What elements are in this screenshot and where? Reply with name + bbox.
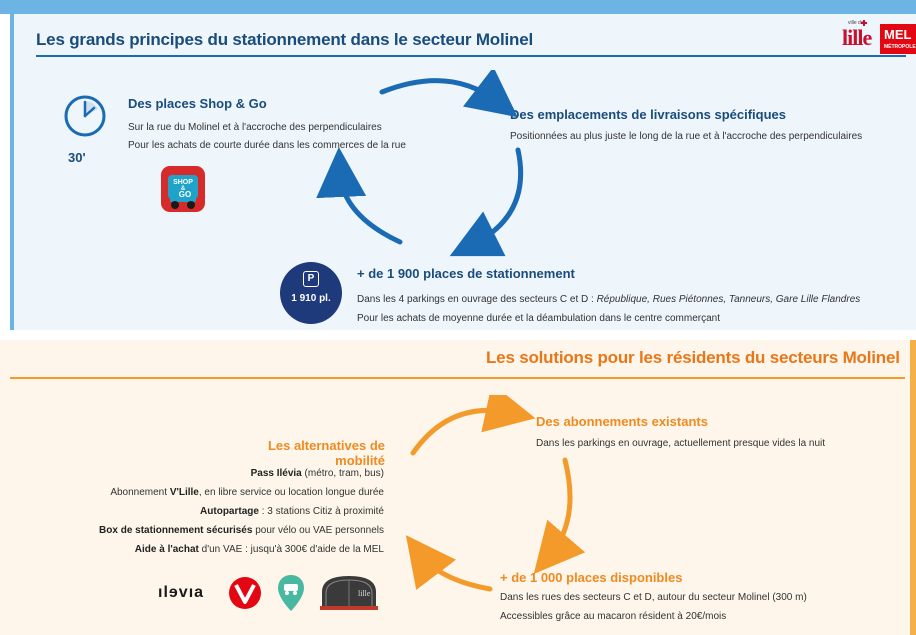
- bottom-title: Les solutions pour les résidents du sect…: [486, 348, 900, 367]
- bike-box-logo-text: lille: [358, 589, 371, 598]
- alternatives-item-3: Autopartage : 3 stations Citiz à proximi…: [200, 506, 384, 517]
- abonnements-line-1: Dans les parkings en ouvrage, actuelleme…: [536, 438, 826, 449]
- places-line-2: Accessibles grâce au macaron résident à …: [500, 611, 727, 622]
- mel-logo-sub: MÉTROPOLE: [884, 44, 916, 50]
- bottom-title-rule: [10, 377, 905, 379]
- alternatives-item-2: Abonnement V'Lille, en libre service ou …: [110, 487, 384, 498]
- shop-go-logo-shop: SHOP: [173, 179, 193, 186]
- top-left-bar: [10, 14, 14, 330]
- citiz-pin-icon: [278, 575, 304, 611]
- bottom-arrow-3: [405, 535, 493, 592]
- top-title: Les grands principes du stationnement da…: [36, 30, 533, 49]
- parking-heading: + de 1 900 places de stationnement: [357, 266, 575, 281]
- lille-logo-word: lille: [842, 25, 872, 50]
- abonnements-heading: Des abonnements existants: [536, 414, 708, 429]
- livraisons-line-1: Positionnées au plus juste le long de la…: [510, 131, 863, 142]
- clock-label: 30': [68, 150, 86, 165]
- shop-go-logo-go: GO: [179, 190, 191, 199]
- parking-badge: [280, 262, 342, 324]
- parking-line-1-places: République, Rues Piétonnes, Tanneurs, Ga…: [596, 294, 861, 305]
- alternatives-item-5: Aide à l'achat d'un VAE : jusqu'à 300€ d…: [134, 544, 384, 555]
- top-arrow-2: [449, 147, 524, 257]
- shop-go-line-1: Sur la rue du Molinel et à l'accroche de…: [128, 122, 382, 133]
- bottom-right-bar: [910, 340, 916, 635]
- ilevia-logo: ılɘvıa: [158, 584, 205, 601]
- bottom-cycle-arrows: [405, 395, 586, 592]
- livraisons-heading: Des emplacements de livraisons spécifiqu…: [510, 107, 787, 122]
- parking-p-icon: P: [303, 271, 319, 287]
- mel-logo: [880, 24, 916, 54]
- shop-go-heading: Des places Shop & Go: [128, 96, 267, 111]
- alternatives-heading: Les alternatives de mobilité: [267, 438, 385, 468]
- bottom-arrow-2: [533, 457, 586, 574]
- bottom-panel: [0, 340, 916, 635]
- bottom-arrow-1: [410, 395, 536, 456]
- clock-icon: [64, 95, 106, 137]
- parking-line-1-prefix: Dans les 4 parkings en ouvrage des secte…: [357, 294, 597, 305]
- places-heading: + de 1 000 places disponibles: [500, 570, 683, 585]
- alternatives-item-4: Box de stationnement sécurisés pour vélo…: [99, 525, 384, 536]
- top-title-rule: [36, 55, 906, 57]
- shop-go-logo-amp: &: [181, 186, 186, 192]
- places-line-1: Dans les rues des secteurs C et D, autou…: [500, 592, 807, 603]
- top-arrow-1: [379, 70, 518, 118]
- lille-logo-small-text: ville de: [848, 20, 864, 26]
- top-strip: [0, 0, 916, 14]
- mel-logo-word: MEL: [884, 27, 912, 42]
- shop-go-line-2: Pour les achats de courte durée dans les…: [128, 140, 406, 151]
- parking-line-1: Dans les 4 parkings en ouvrage des secte…: [357, 294, 860, 305]
- vlille-logo-icon: [229, 577, 261, 609]
- top-cycle-arrows: [316, 70, 524, 257]
- parking-badge-label: 1 910 pl.: [291, 293, 331, 304]
- lille-logo-icon: [861, 20, 867, 26]
- parking-line-2: Pour les achats de moyenne durée et la d…: [357, 313, 720, 324]
- top-arrow-3: [316, 147, 403, 245]
- alternatives-item-1: Pass Ilévia (métro, tram, bus): [250, 468, 384, 479]
- shop-go-logo: SHOP & GO: [161, 166, 205, 212]
- bike-box-icon: lille: [320, 576, 378, 610]
